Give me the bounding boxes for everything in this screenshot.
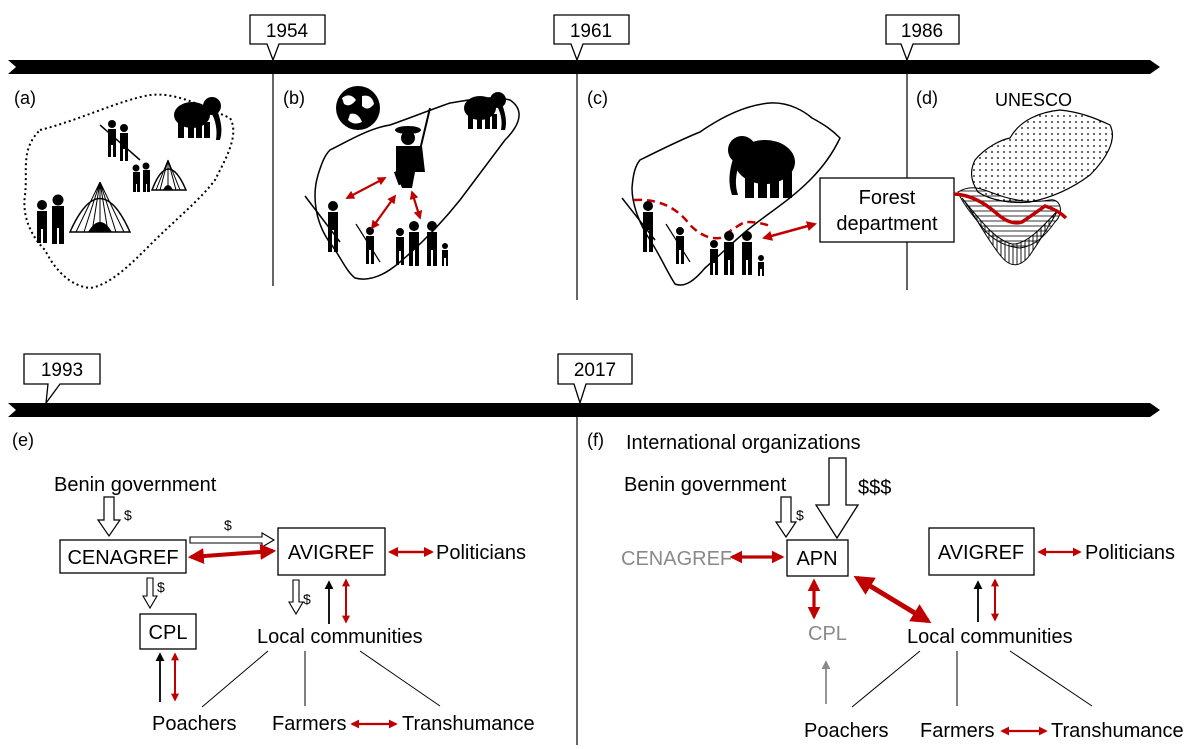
- f-avigref-label: AVIGREF: [938, 542, 1024, 564]
- panel-d: (d) UNESCO: [916, 88, 1113, 266]
- timeline-top: 1954 1961 1986: [8, 14, 1160, 300]
- hut-small-icon: [150, 159, 188, 191]
- year-label-1986: 1986: [901, 21, 943, 42]
- e-dollar-cenagref-cpl: $: [157, 579, 165, 595]
- elephant-icon: [728, 136, 795, 198]
- forest-department-line2: department: [836, 213, 938, 235]
- f-cpl-label: CPL: [808, 623, 847, 645]
- territory-outline-icon: [23, 93, 235, 290]
- f-funding-arrow-government: [774, 496, 798, 539]
- colonial-hunter-icon: [393, 107, 431, 188]
- panel-a-label: (a): [14, 88, 36, 108]
- panel-a: (a): [14, 88, 235, 290]
- e-benin-government: Benin government: [54, 474, 217, 496]
- year-callout-1993: 1993: [23, 353, 101, 406]
- panel-c: (c) Forest department: [587, 88, 955, 286]
- e-funding-arrow-government: [96, 496, 122, 538]
- family-small-icon: [132, 162, 150, 192]
- panel-b: (b): [283, 86, 520, 280]
- panel-e-label: (e): [12, 430, 34, 450]
- f-avigref-box: [928, 527, 1035, 576]
- e-funding-arrow-cenagref-avigref: [189, 532, 276, 548]
- relation-arrows: [345, 177, 423, 230]
- f-apn-box: [786, 539, 849, 577]
- year-label-1993: 1993: [41, 360, 83, 381]
- park-dotted-zone: [971, 109, 1113, 204]
- e-dollar-government: $: [124, 507, 132, 523]
- relation-arrow-forest: [762, 221, 817, 241]
- year-label-1961: 1961: [570, 21, 612, 42]
- timeline-bottom-bar: [8, 403, 1160, 417]
- panel-e: (e) Benin government $ CENAGREF AVIGREF …: [12, 430, 535, 735]
- territory-outline-icon: [314, 97, 520, 280]
- e-link-communities-poachers: [201, 650, 269, 708]
- f-relation-apn-communities: [853, 575, 932, 624]
- community-group-icon: [396, 221, 448, 266]
- e-politicians: Politicians: [436, 542, 526, 564]
- e-transhumance: Transhumance: [402, 713, 535, 735]
- panel-f-label: (f): [587, 430, 604, 450]
- f-dollar-government: $: [796, 507, 804, 523]
- periphery-striped-zone: [961, 197, 1059, 266]
- f-link-communities-transhumance: [1009, 650, 1093, 707]
- e-farmers: Farmers: [272, 713, 346, 735]
- year-label-2017: 2017: [574, 360, 616, 381]
- e-funding-arrow-avigref-communities: [288, 579, 304, 616]
- f-farmers: Farmers: [920, 720, 994, 742]
- timeline-top-bar: [8, 60, 1160, 74]
- e-funding-arrow-cenagref-cpl: [142, 577, 158, 610]
- community-group-icon: [710, 231, 764, 276]
- elephant-icon: [174, 97, 222, 140]
- e-link-communities-transhumance: [359, 650, 441, 707]
- e-local-communities: Local communities: [257, 626, 423, 648]
- f-cenagref-label: CENAGREF: [621, 548, 732, 570]
- f-link-communities-poachers: [851, 650, 921, 708]
- f-local-communities: Local communities: [907, 626, 1073, 648]
- e-cenagref-label: CENAGREF: [67, 547, 178, 569]
- year-callout-2017: 2017: [557, 353, 633, 406]
- year-label-1954: 1954: [266, 21, 309, 42]
- forest-department-box: [819, 177, 955, 243]
- unesco-title: UNESCO: [995, 90, 1072, 110]
- panel-f: (f) International organizations Benin go…: [587, 430, 1184, 742]
- globe-icon: [336, 86, 380, 130]
- forest-department-line1: Forest: [859, 187, 916, 209]
- panel-c-label: (c): [587, 88, 608, 108]
- f-politicians: Politicians: [1085, 542, 1175, 564]
- f-transhumance: Transhumance: [1051, 720, 1184, 742]
- e-relation-cenagref-avigref: [187, 543, 277, 565]
- e-poachers: Poachers: [152, 713, 237, 735]
- year-callout-1954: 1954: [249, 14, 326, 62]
- e-cenagref-box: [59, 539, 187, 574]
- e-cpl-label: CPL: [149, 622, 188, 644]
- local-hunter-icon: [621, 197, 691, 264]
- park-boundary-dashed: [633, 198, 771, 240]
- e-dollar-cenagref-avigref: $: [224, 517, 232, 533]
- e-cpl-box: [139, 613, 197, 650]
- hunters-icon: [99, 120, 141, 161]
- f-poachers: Poachers: [804, 720, 889, 742]
- e-dollar-avigref-communities: $: [303, 591, 311, 607]
- park-boundary-line: [953, 192, 1068, 225]
- f-benin-government: Benin government: [624, 474, 787, 496]
- f-triple-dollar: $$$: [858, 477, 891, 499]
- hut-large-icon: [68, 181, 132, 233]
- f-international-organizations: International organizations: [626, 432, 861, 454]
- elephant-icon: [464, 92, 506, 130]
- e-avigref-label: AVIGREF: [288, 542, 374, 564]
- e-avigref-box: [277, 527, 386, 576]
- year-callout-1986: 1986: [885, 14, 960, 62]
- f-apn-label: APN: [796, 548, 837, 570]
- panel-d-label: (d): [916, 88, 938, 108]
- year-callout-1961: 1961: [553, 14, 630, 62]
- timeline-bottom: 1993 2017: [8, 353, 1160, 745]
- panel-b-label: (b): [283, 88, 305, 108]
- family-large-icon: [37, 194, 64, 244]
- f-funding-arrow-international: [814, 457, 860, 540]
